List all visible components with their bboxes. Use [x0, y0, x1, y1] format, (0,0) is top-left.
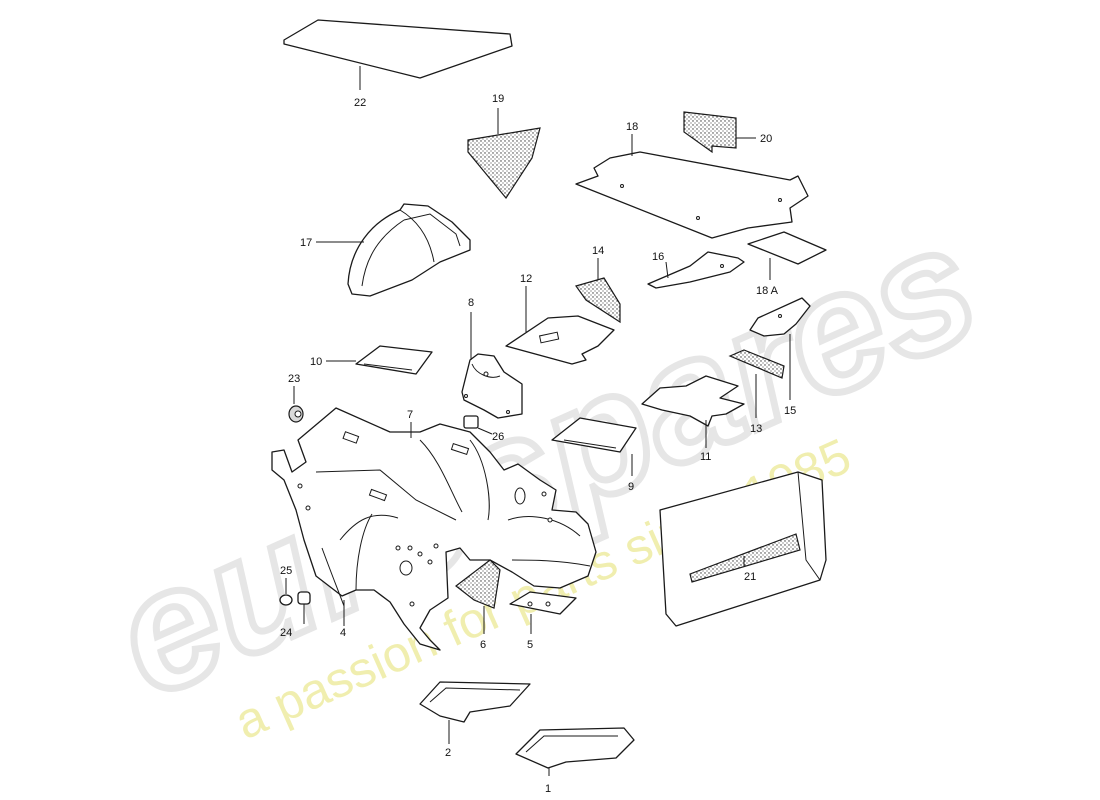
part-12-mat	[505, 286, 615, 365]
callout-11: 11	[700, 451, 711, 463]
part-5-pad	[509, 591, 577, 634]
part-21-side-panel	[659, 471, 827, 627]
part-6-pad	[455, 559, 501, 634]
callout-19: 19	[492, 93, 504, 105]
callout-17: 17	[300, 237, 312, 249]
part-10-pad	[326, 345, 433, 375]
part-20-pad	[683, 111, 756, 154]
part-25-plug	[279, 578, 293, 606]
part-13-pad	[728, 349, 785, 418]
callout-16: 16	[652, 251, 664, 263]
part-18a-panel	[747, 231, 827, 280]
callout-26: 26	[492, 431, 504, 443]
part-24-plug	[297, 591, 311, 624]
part-2-mat	[419, 681, 531, 744]
callout-1: 1	[545, 783, 551, 795]
callout-13: 13	[750, 423, 762, 435]
callout-8: 8	[468, 297, 474, 309]
callout-14: 14	[592, 245, 604, 257]
callout-6: 6	[480, 639, 486, 651]
callout-25: 25	[280, 565, 292, 577]
part-11-mat	[641, 375, 745, 448]
callout-21: 21	[744, 571, 756, 583]
part-1-mat	[515, 727, 635, 776]
part-26-clip	[463, 415, 493, 435]
callout-12: 12	[520, 273, 532, 285]
callout-9: 9	[628, 481, 634, 493]
part-22-headliner	[283, 19, 513, 90]
watermark: eurospares a passion for parts since 198…	[84, 184, 1006, 750]
callout-7: 7	[407, 409, 413, 421]
part-19-pad	[467, 108, 541, 200]
part-16-trim	[647, 251, 745, 289]
callout-labels: 22 19 18 20 17 14 16 18 A 12 8 10 23 7 2…	[280, 93, 796, 795]
part-15-trim	[749, 297, 811, 400]
part-7-firewall	[271, 407, 597, 651]
part-8-cover	[461, 312, 523, 419]
callout-23: 23	[288, 373, 300, 385]
callout-10: 10	[310, 356, 322, 368]
callout-18: 18	[626, 121, 638, 133]
callout-2: 2	[445, 747, 451, 759]
part-9-pad	[551, 417, 637, 476]
callout-18a: 18 A	[756, 285, 779, 297]
watermark-logo: eurospares	[88, 187, 1003, 733]
callout-20: 20	[760, 133, 772, 145]
part-14-pad	[575, 258, 621, 324]
callout-22: 22	[354, 97, 366, 109]
part-23-grommet	[288, 386, 304, 423]
part-17-wheel-arch	[316, 203, 471, 297]
callout-4: 4	[340, 627, 346, 639]
part-4-strip	[321, 547, 345, 626]
part-18-floor	[575, 134, 809, 239]
callout-5: 5	[527, 639, 533, 651]
callout-15: 15	[784, 405, 796, 417]
callout-24: 24	[280, 627, 292, 639]
